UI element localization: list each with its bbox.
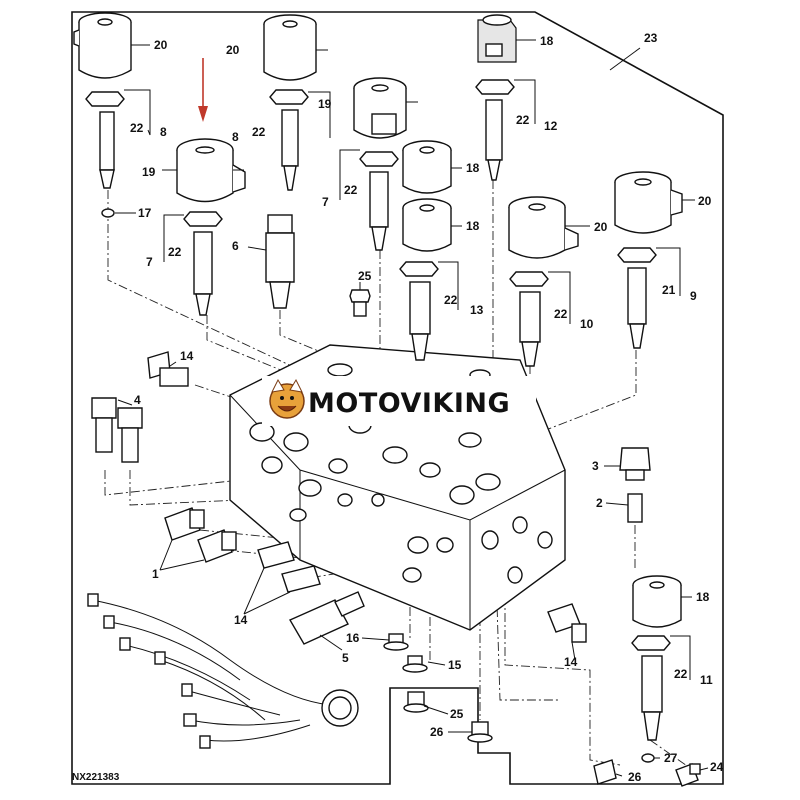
callout-22: 22 (554, 307, 568, 321)
plug-15 (402, 655, 428, 673)
callout-10: 10 (580, 317, 594, 331)
callout-15: 15 (448, 658, 462, 672)
diagram-frame (71, 11, 724, 785)
callout-4: 4 (134, 393, 141, 407)
plug-3 (619, 447, 651, 481)
callout-27: 27 (664, 751, 678, 765)
plug-16 (383, 633, 409, 651)
cartridge-stem-10 (509, 271, 549, 367)
callout-11: 11 (700, 673, 713, 687)
callout-25: 25 (450, 707, 464, 721)
callout-22: 22 (674, 667, 688, 681)
sensor-24 (675, 763, 701, 787)
o-ring-17 (101, 208, 115, 218)
solenoid-coil-top-left (73, 12, 132, 79)
callout-7: 7 (146, 255, 153, 269)
sensors-1 (164, 507, 237, 563)
port-holes (249, 363, 553, 584)
solenoid-coil-18-bottom-right (632, 575, 682, 628)
red-pointer-arrow (198, 58, 208, 122)
callout-20: 20 (154, 38, 168, 52)
callout-leaders (115, 39, 709, 777)
callout-26: 26 (430, 725, 444, 739)
valve-5 (289, 591, 365, 645)
fitting-14-top (147, 351, 189, 387)
cartridge-stem-center-top (269, 89, 309, 191)
callout-14: 14 (234, 613, 248, 627)
callout-23: 23 (644, 31, 658, 45)
cartridge-stem-left-top (85, 91, 125, 189)
sensors-14-left (257, 541, 321, 593)
callout-5: 5 (342, 651, 349, 665)
solenoid-coil-20-right (614, 171, 683, 234)
watermark-text: MOTOVIKING (308, 388, 510, 419)
callout-24: 24 (710, 760, 724, 774)
callout-18: 18 (696, 590, 710, 604)
solenoid-coil-18-b (402, 198, 452, 252)
cartridge-stem-9 (617, 247, 657, 349)
callout-14: 14 (180, 349, 194, 363)
callout-19: 19 (142, 165, 156, 179)
callout-18: 18 (466, 161, 480, 175)
callout-25: 25 (358, 269, 372, 283)
callout-22: 22 (516, 113, 530, 127)
callout-18: 18 (540, 34, 554, 48)
solenoid-coil-18-a (402, 140, 452, 194)
watermark: MOTOVIKING (262, 376, 536, 426)
solenoid-coil-19-center (353, 77, 407, 139)
callout-16: 16 (346, 631, 360, 645)
callout-20: 20 (226, 43, 240, 57)
callout-1: 1 (152, 567, 159, 581)
callout-26: 26 (628, 770, 642, 784)
callout-numbers: 20 20 18 23 22 8 22 8 22 12 19 19 18 18 … (130, 31, 724, 784)
callout-13: 13 (470, 303, 484, 317)
callout-19: 19 (318, 97, 332, 111)
cartridge-stem-7-left (183, 211, 223, 316)
callout-22: 22 (344, 183, 358, 197)
callout-7: 7 (322, 195, 329, 209)
callout-12: 12 (544, 119, 558, 133)
o-ring-27 (641, 753, 655, 763)
relief-valves-4 (91, 397, 143, 463)
callout-20: 20 (698, 194, 712, 208)
callout-22: 22 (252, 125, 266, 139)
solenoid-coil-top-center (263, 14, 317, 81)
callout-8: 8 (160, 125, 167, 139)
callout-6: 6 (232, 239, 239, 253)
callout-2: 2 (596, 496, 603, 510)
plug-25-upper (349, 289, 371, 317)
plug-26-lower-center (467, 721, 493, 743)
viking-logo-icon (269, 378, 305, 419)
cartridge-6 (265, 214, 295, 309)
solenoid-coil-18-top (477, 14, 517, 63)
callout-9: 9 (690, 289, 697, 303)
callout-14: 14 (564, 655, 578, 669)
filter-2 (627, 493, 643, 523)
callout-22: 22 (130, 121, 144, 135)
cartridge-stem-11 (631, 635, 671, 741)
cartridge-stem-12 (475, 79, 515, 181)
watermark-background (262, 376, 536, 426)
callout-18: 18 (466, 219, 480, 233)
wiring-harness (87, 593, 359, 749)
callout-8: 8 (232, 130, 239, 144)
plug-25-lower (403, 691, 429, 713)
figure-reference: NX221383 (72, 772, 120, 783)
callout-17: 17 (138, 206, 152, 220)
sensor-14-right (547, 603, 587, 643)
cartridge-stem-13 (399, 261, 439, 361)
solenoid-coil-20-right-center (508, 196, 579, 259)
callout-22: 22 (444, 293, 458, 307)
callout-3: 3 (592, 459, 599, 473)
solenoid-coil-19-left (176, 138, 246, 203)
callout-20: 20 (594, 220, 608, 234)
plug-26-bottom (593, 759, 617, 785)
cartridge-stem-7-center (359, 151, 399, 251)
callout-21: 21 (662, 283, 676, 297)
callout-22: 22 (168, 245, 182, 259)
